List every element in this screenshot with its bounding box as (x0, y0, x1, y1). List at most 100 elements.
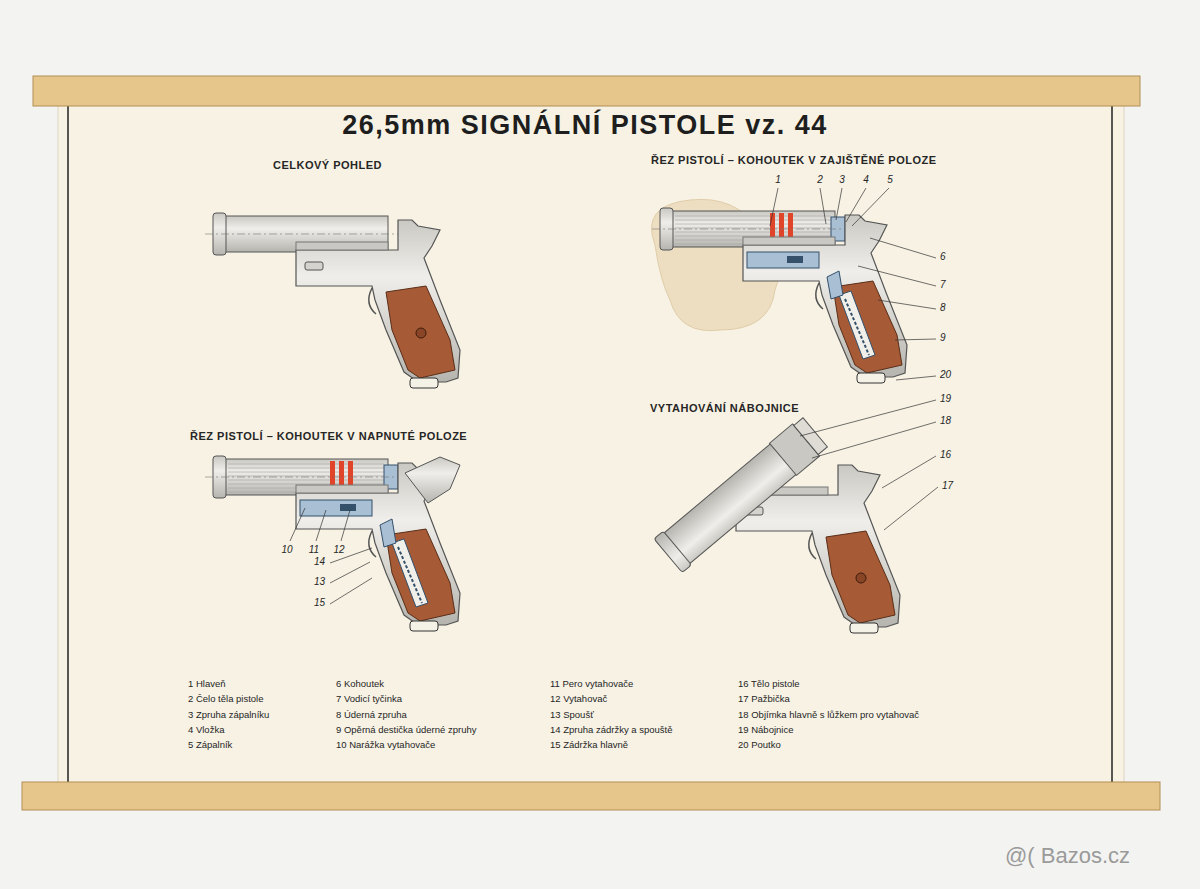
extractor-spring (787, 256, 803, 263)
watermark: @( Bazos.cz (1005, 843, 1130, 869)
view-heading: ŘEZ PISTOLÍ – KOHOUTEK V NAPNUTÉ POLOZE (190, 430, 467, 442)
callout-number: 3 (839, 174, 845, 185)
pistol-frame (743, 215, 907, 377)
label-text: 12 Vytahovač (550, 693, 607, 704)
grip-screw (416, 328, 426, 338)
label-text: 1 (775, 174, 781, 185)
parts-list-item: 17 Pažbička (738, 693, 790, 704)
label-text: 17 (942, 480, 953, 491)
axis-line (205, 477, 398, 478)
label-text: 11 (309, 544, 319, 555)
parts-list-item: 6 Kohoutek (336, 678, 384, 689)
label-text: 15 Zádržka hlavně (550, 739, 628, 750)
parts-list-item: 16 Tělo pistole (738, 678, 800, 689)
wooden-rod (22, 782, 1160, 810)
view-heading: ŘEZ PISTOLÍ – KOHOUTEK V ZAJIŠTĚNÉ POLOZ… (651, 154, 937, 166)
label-text: 6 (940, 251, 946, 262)
callout-number: 20 (940, 369, 951, 380)
label-text: 6 Kohoutek (336, 678, 384, 689)
label-text: 13 (314, 576, 325, 587)
leader-line (290, 508, 305, 541)
label-text: 7 Vodicí tyčinka (336, 693, 402, 704)
label-text: 11 Pero vytahovače (550, 678, 633, 689)
parts-list-item: 18 Objímka hlavně s lůžkem pro vytahovač (738, 709, 919, 720)
callout-number: 8 (940, 302, 946, 313)
label-text: 4 Vložka (188, 724, 224, 735)
border-line (67, 106, 69, 783)
barrel (659, 425, 819, 568)
label-text: 10 (281, 544, 292, 555)
trigger (369, 531, 376, 557)
label-text: 20 (940, 369, 951, 380)
label-text: 5 Zápalník (188, 739, 232, 750)
grip-panel (386, 286, 455, 378)
grip-screw (856, 573, 866, 583)
trigger (369, 288, 376, 314)
parts-list-item: 14 Zpruha zádržky a spouště (550, 724, 673, 735)
leader-line (896, 376, 936, 380)
parts-list-item: 20 Poutko (738, 739, 781, 750)
parts-list-item: 4 Vložka (188, 724, 224, 735)
callout-number: 12 (333, 544, 344, 555)
extractor-housing (300, 500, 372, 516)
label-text: 8 (940, 302, 946, 313)
label-text: 1 Hlaveň (188, 678, 226, 689)
callout-number: 11 (309, 544, 319, 555)
parts-list-item: 1 Hlaveň (188, 678, 226, 689)
trigger (809, 533, 816, 559)
extractor-housing (747, 252, 819, 268)
callout-number: 5 (887, 174, 893, 185)
bore-line (228, 484, 384, 485)
leader-line (858, 266, 936, 286)
label-text: 16 Tělo pistole (738, 678, 800, 689)
callout-number: 15 (314, 597, 325, 608)
leader-line (316, 510, 326, 541)
callout-number: 9 (940, 332, 946, 343)
label-text: 7 (940, 279, 946, 290)
bore-line (675, 224, 831, 225)
leader-line (884, 487, 938, 530)
bore-line (228, 480, 384, 481)
callout-number: 7 (940, 279, 946, 290)
bore-line (228, 468, 384, 469)
label-text: 14 Zpruha zádržky a spouště (550, 724, 673, 735)
label-text: VYTAHOVÁNÍ NÁBOJNICE (650, 402, 799, 414)
bore-line (675, 216, 831, 217)
view-heading: VYTAHOVÁNÍ NÁBOJNICE (650, 402, 799, 414)
mainspring (398, 547, 422, 603)
label-text: ŘEZ PISTOLÍ – KOHOUTEK V ZAJIŠTĚNÉ POLOZ… (651, 154, 937, 166)
leader-line (770, 188, 778, 226)
parts-list-item: 11 Pero vytahovače (550, 678, 633, 689)
cartridge-rim (794, 418, 828, 455)
wooden-rod (33, 76, 1140, 106)
lanyard-loop (410, 621, 438, 631)
label-text: 3 Zpruha zápalníku (188, 709, 269, 720)
label-text: CELKOVÝ POHLED (273, 159, 382, 171)
leader-line (882, 456, 936, 488)
leader-line (800, 400, 936, 436)
pistol-section-cocked (205, 456, 460, 631)
lanyard-loop (410, 378, 438, 388)
bore-line (228, 472, 384, 473)
label-text: 20 Poutko (738, 739, 781, 750)
pistol-section-safe (652, 208, 907, 383)
lanyard-loop (857, 373, 885, 383)
label-text: 17 Pažbička (738, 693, 790, 704)
bore-line (675, 236, 831, 237)
lanyard-loop (850, 623, 878, 633)
leader-line (812, 422, 936, 458)
leader-line (330, 562, 370, 583)
callout-number: 14 (314, 556, 325, 567)
axis-line (205, 234, 398, 235)
label-text: 4 (863, 174, 869, 185)
leader-line (846, 188, 866, 222)
leader-line (852, 188, 889, 226)
parts-list-item: 3 Zpruha zápalníku (188, 709, 269, 720)
parts-list-item: 13 Spoušť (550, 709, 594, 720)
label-text: 19 Nábojnice (738, 724, 793, 735)
label-text: 12 (333, 544, 344, 555)
label-text: ŘEZ PISTOLÍ – KOHOUTEK V NAPNUTÉ POLOZE (190, 430, 467, 442)
label-text: 2 Čelo těla pistole (188, 693, 264, 704)
parts-list-item: 12 Vytahovač (550, 693, 607, 704)
